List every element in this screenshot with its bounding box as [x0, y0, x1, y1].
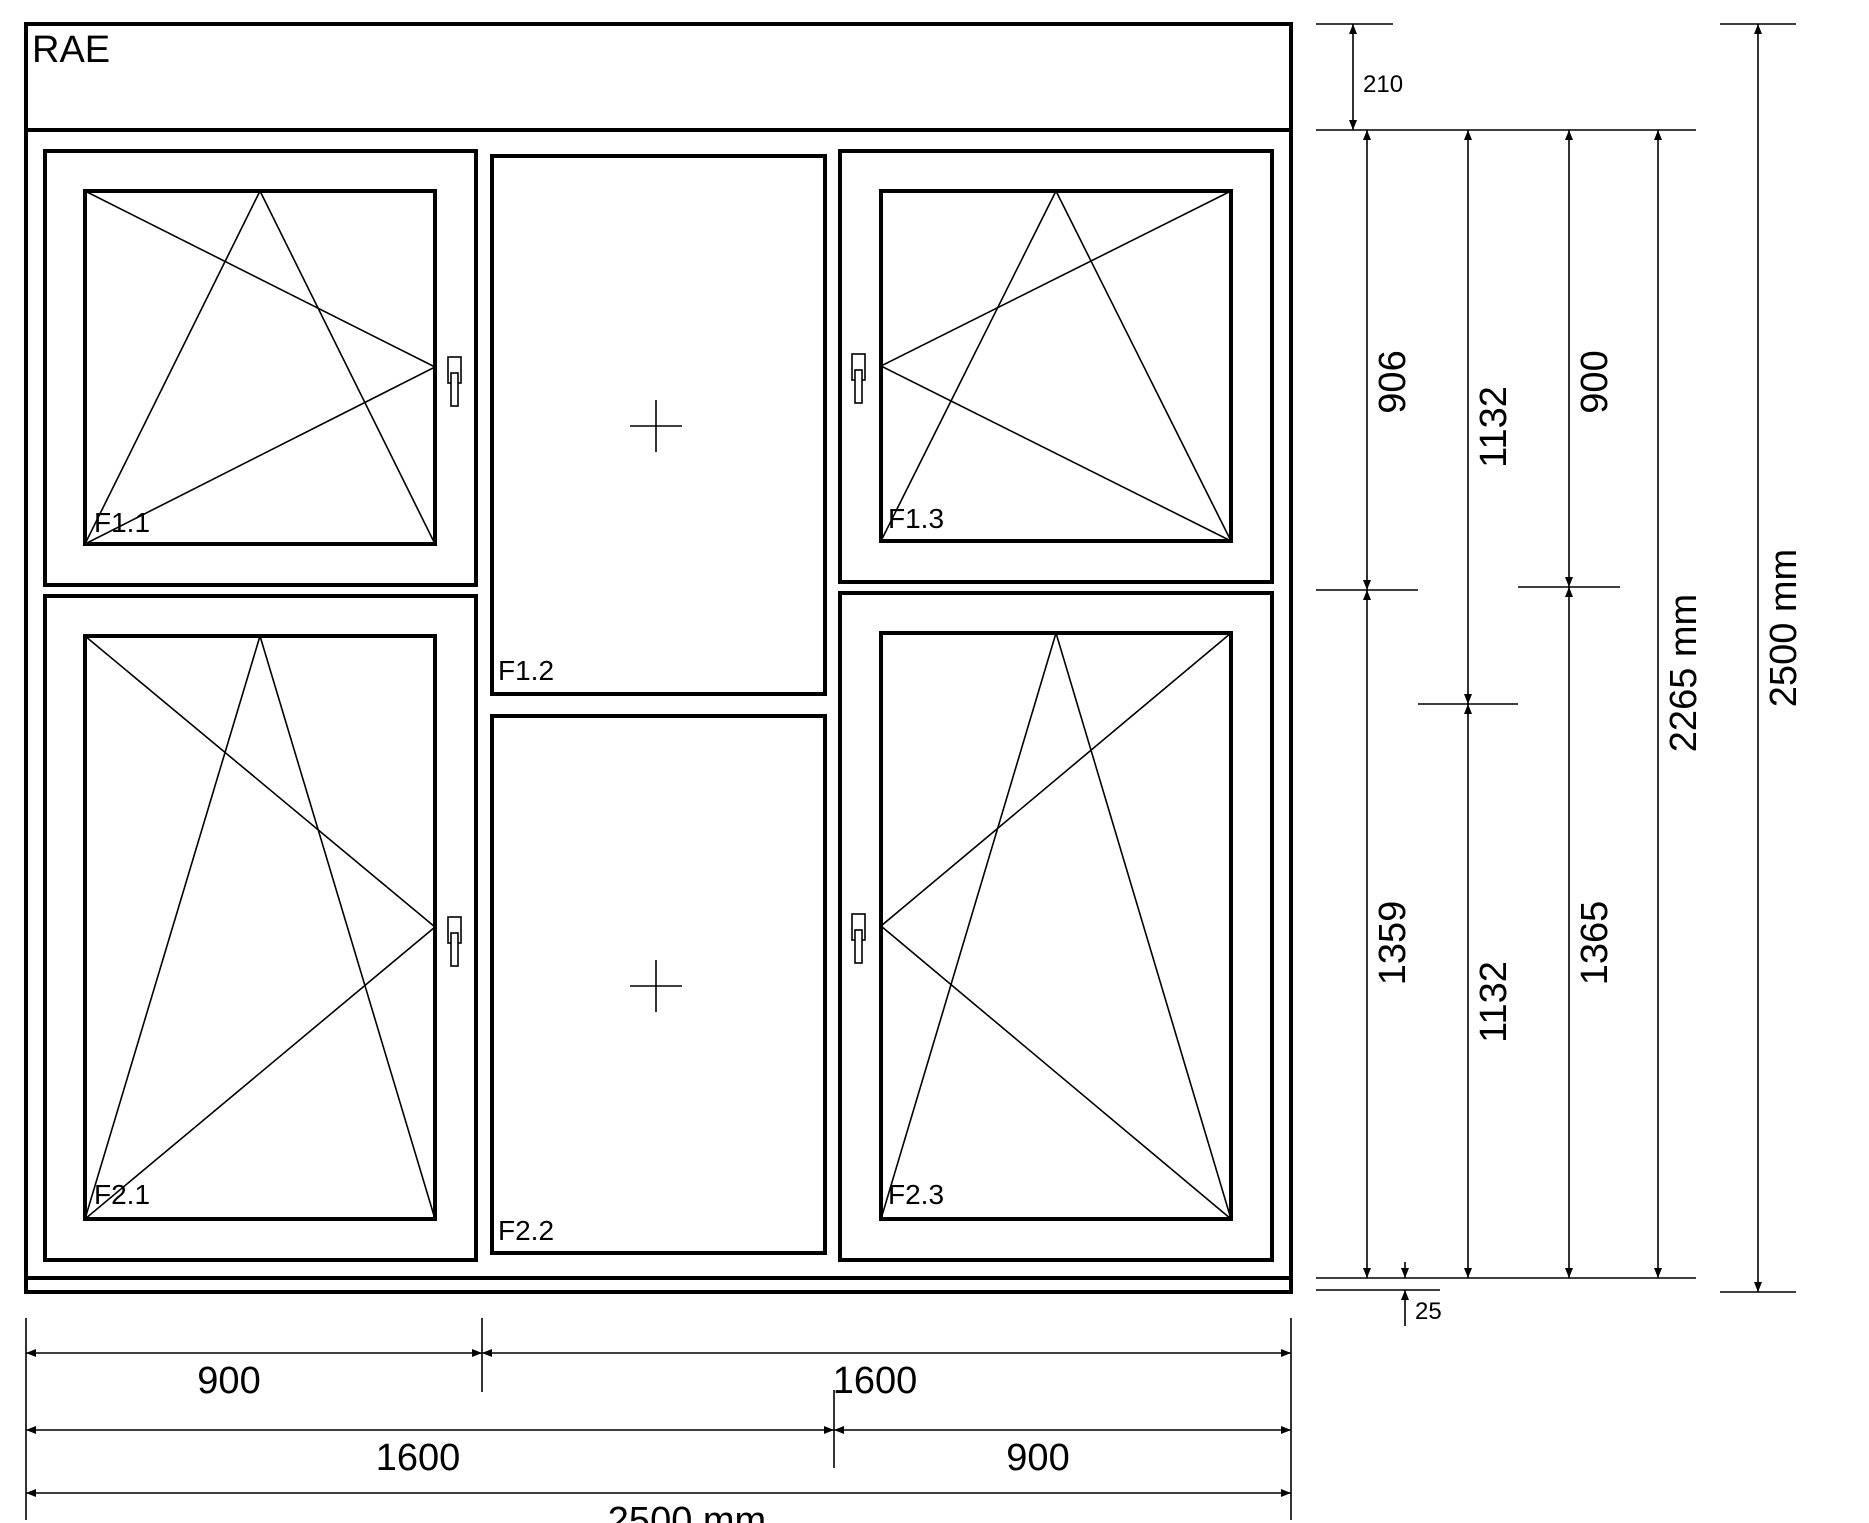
panel-label: F2.2 — [498, 1215, 554, 1246]
dim-row2-right: 900 — [1006, 1437, 1069, 1479]
panel-label: F1.2 — [498, 655, 554, 686]
dim-outer-total-height: 2500 mm — [1763, 549, 1805, 707]
window-handle-icon — [851, 913, 866, 964]
dim-row2-left: 1600 — [376, 1437, 461, 1479]
dim-center-lower: 1132 — [1473, 961, 1515, 1043]
panel-f1-2: F1.2 — [490, 154, 827, 696]
dim-row1-left: 900 — [197, 1360, 260, 1402]
dim-right-lower: 1365 — [1574, 901, 1616, 986]
opening-indicator — [880, 632, 1232, 1220]
fixed-glazing-cross-icon — [630, 400, 682, 452]
window-handle-icon — [447, 916, 462, 967]
panel-f2-1: F2.1 — [43, 594, 478, 1262]
panel-f2-3: F2.3 — [838, 591, 1274, 1262]
outer-frame — [24, 22, 1293, 1294]
dim-row1-right: 1600 — [833, 1360, 918, 1402]
fixed-glazing-cross-icon — [630, 960, 682, 1012]
dim-bottom-sill: 25 — [1415, 1298, 1442, 1325]
opening-indicator — [880, 190, 1232, 542]
panel-f1-3: F1.3 — [838, 149, 1274, 584]
panel-f1-1: F1.1 — [43, 149, 478, 587]
panel-label: F1.3 — [888, 503, 944, 534]
window-handle-icon — [447, 356, 462, 407]
right-dimensions: 210 906 1359 25 1132 1132 900 1365 2265 … — [1316, 23, 1805, 1326]
window-handle-icon — [851, 353, 866, 404]
dim-right-upper: 900 — [1574, 350, 1616, 413]
transom-label: RAE — [32, 29, 110, 71]
dim-left-upper: 906 — [1372, 350, 1414, 413]
bottom-dimensions: 900 1600 1600 900 2500 mm — [25, 1318, 1292, 1523]
opening-indicator — [84, 635, 436, 1220]
panel-label: F1.1 — [94, 507, 150, 538]
panel-label: F2.3 — [888, 1179, 944, 1210]
panel-label: F2.1 — [94, 1179, 150, 1210]
dim-left-lower: 1359 — [1372, 901, 1414, 986]
dim-total-width: 2500 mm — [608, 1500, 766, 1523]
opening-indicator — [84, 190, 436, 545]
dim-inner-total-height: 2265 mm — [1663, 594, 1705, 752]
panel-f2-2: F2.2 — [490, 714, 827, 1255]
dim-top-transom: 210 — [1363, 71, 1403, 98]
dim-center-upper: 1132 — [1473, 386, 1515, 468]
